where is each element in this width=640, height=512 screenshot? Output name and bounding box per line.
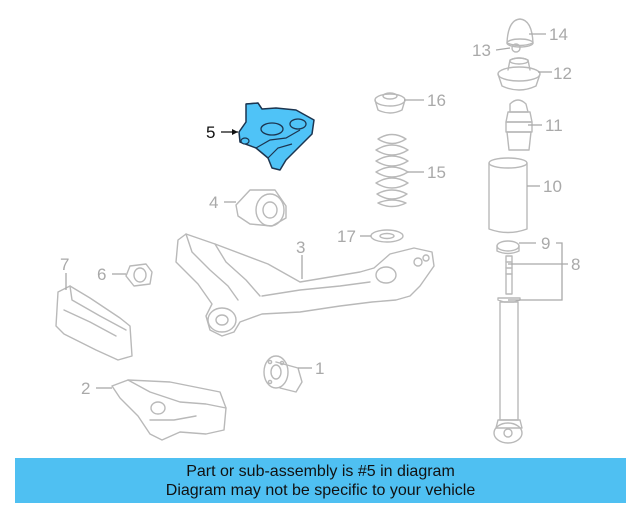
part-16-spring-seat [374, 92, 406, 114]
part-3-axle-beam [175, 233, 435, 337]
callout-9: 9 [541, 234, 550, 253]
callout-8: 8 [571, 255, 580, 274]
callout-10: 10 [543, 177, 562, 196]
callout-1: 1 [315, 359, 324, 378]
callout-14: 14 [549, 25, 568, 44]
callout-5[interactable]: 5 [206, 123, 215, 142]
callout-6: 6 [97, 265, 106, 284]
callout-13: 13 [472, 41, 491, 60]
part-12-upper-mount [497, 57, 541, 91]
callout-16: 16 [427, 91, 446, 110]
parts-diagram: 14 13 12 11 10 9 8 16 15 17 5 4 3 6 7 2 … [55, 18, 580, 444]
callout-12: 12 [553, 64, 572, 83]
callout-3: 3 [296, 238, 305, 257]
shock-absorber [493, 255, 523, 444]
part-1-hub [263, 355, 303, 393]
leader-lines [65, 33, 568, 389]
part-17-spring-pad [370, 229, 404, 243]
banner-line-1: Part or sub-assembly is #5 in diagram [186, 462, 455, 480]
callout-2: 2 [81, 379, 90, 398]
part-6-small-bushing [125, 263, 153, 287]
part-5-bracket-highlighted[interactable] [238, 102, 315, 171]
part-13-nut [511, 43, 521, 53]
callout-17: 17 [337, 227, 356, 246]
part-2-shield [111, 379, 227, 441]
part-11-bump-stop [505, 99, 533, 151]
callout-4: 4 [209, 193, 218, 212]
part-7-panel [55, 285, 133, 361]
callout-7: 7 [60, 255, 69, 274]
part-15-coil-spring [375, 133, 409, 208]
part-10-dust-boot [488, 157, 528, 234]
part-9-washer [496, 240, 520, 255]
callout-15: 15 [427, 163, 446, 182]
part-14-cap [506, 18, 534, 48]
part-4-bushing [235, 189, 287, 227]
info-banner: Part or sub-assembly is #5 in diagram Di… [15, 458, 626, 503]
banner-line-2: Diagram may not be specific to your vehi… [165, 481, 476, 499]
callout-11: 11 [545, 116, 563, 135]
